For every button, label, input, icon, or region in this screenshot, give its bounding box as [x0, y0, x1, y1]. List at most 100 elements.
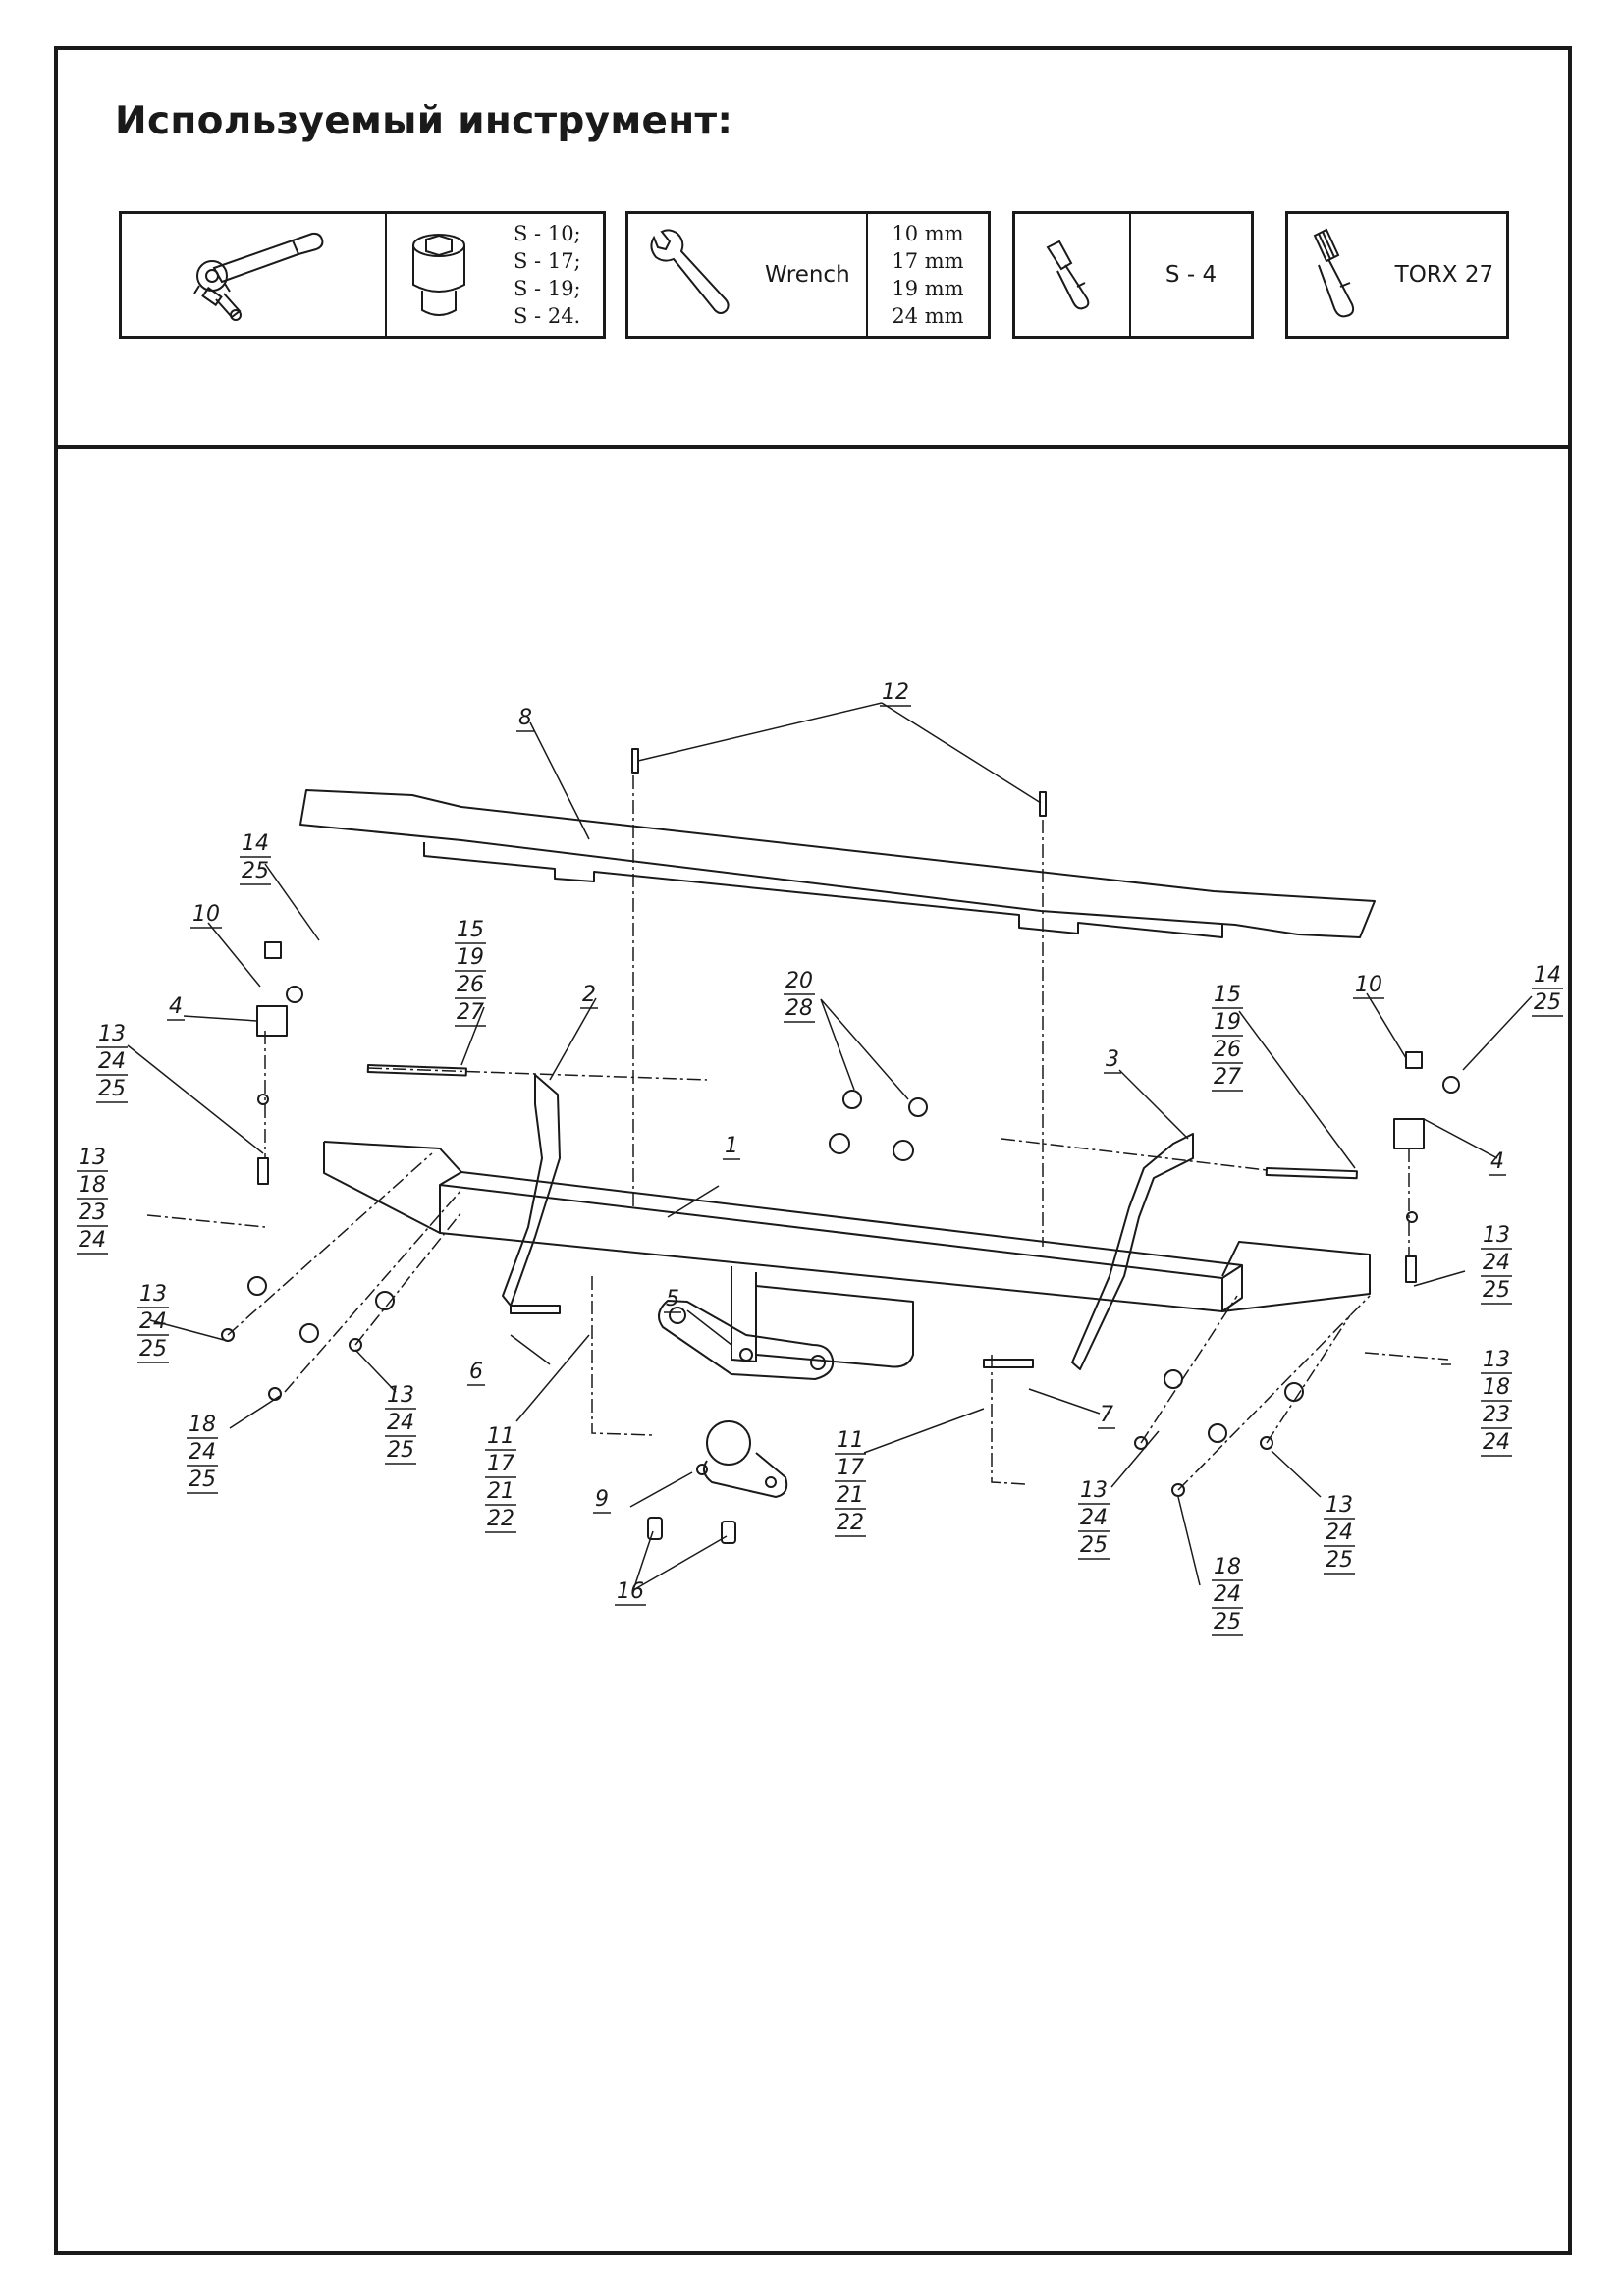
- callout-14-left: 14: [242, 831, 269, 856]
- callout-24f: 24: [1080, 1506, 1108, 1530]
- socket-sizes: S - 10; S - 17; S - 19; S - 24.: [514, 220, 581, 330]
- callout-23b: 23: [79, 1201, 106, 1225]
- callout-18-left: 18: [189, 1413, 216, 1437]
- callout-25a: 25: [98, 1077, 126, 1101]
- size-line: 24 mm: [892, 304, 964, 328]
- callout-27-right: 27: [1214, 1065, 1241, 1090]
- left-side-bracket: [502, 1074, 561, 1307]
- callout-6: 6: [469, 1360, 483, 1384]
- callout-16: 16: [617, 1579, 644, 1604]
- callout-4-right: 4: [1490, 1149, 1504, 1174]
- tools-section: Используемый инструмент:: [58, 50, 1568, 449]
- callout-13f: 13: [1080, 1478, 1108, 1503]
- callout-19-left: 19: [457, 945, 484, 970]
- hex-bit-icon: [1046, 240, 1090, 310]
- callout-22-left: 22: [487, 1507, 514, 1531]
- callout-25-left: 25: [242, 859, 269, 883]
- callout-25c: 25: [1483, 1278, 1510, 1303]
- socket-head-icon: [412, 234, 466, 316]
- callout-24h: 24: [1483, 1430, 1510, 1455]
- callout-10-right: 10: [1355, 973, 1382, 997]
- callout-11-left: 11: [487, 1424, 514, 1449]
- callout-24d: 24: [139, 1309, 167, 1334]
- callout-4-left: 4: [169, 994, 183, 1019]
- callout-5: 5: [666, 1287, 679, 1311]
- hex-bit-label: S - 4: [1164, 262, 1218, 288]
- wrench-sizes: 10 mm 17 mm 19 mm 24 mm: [892, 220, 963, 330]
- wrench-sizes-cell: 10 mm 17 mm 19 mm 24 mm: [866, 214, 988, 336]
- callout-13c: 13: [1483, 1223, 1510, 1248]
- callout-1: 1: [725, 1134, 738, 1158]
- callout-13g: 13: [1326, 1493, 1353, 1518]
- callout-24g: 24: [1326, 1521, 1353, 1545]
- callout-19-right: 19: [1214, 1010, 1241, 1035]
- callout-3: 3: [1106, 1047, 1119, 1072]
- size-line: S - 19;: [514, 277, 581, 300]
- callout-25g: 25: [1326, 1548, 1353, 1573]
- part-callouts: 12 8 14 25 10 4 13 24 25 15 19 26 27 2 2…: [77, 680, 1563, 1636]
- callout-9: 9: [595, 1487, 609, 1512]
- ball-mount-plate: [658, 1300, 835, 1380]
- callout-27-left: 27: [457, 1000, 484, 1025]
- callout-10-left: 10: [192, 902, 220, 927]
- callout-25-18r: 25: [1214, 1610, 1241, 1634]
- size-line: 10 mm: [892, 222, 964, 245]
- tool-wrench-box: Wrench 10 mm 17 mm 19 mm 24 mm: [625, 211, 991, 339]
- hex-bit-cell: [1015, 214, 1129, 336]
- callout-21-right: 21: [837, 1483, 864, 1508]
- size-line: 17 mm: [892, 249, 964, 273]
- callout-13h: 13: [1483, 1348, 1510, 1372]
- callout-15-right: 15: [1214, 983, 1241, 1007]
- callout-25d: 25: [139, 1337, 167, 1362]
- callout-24a: 24: [98, 1049, 126, 1074]
- torx-bit-label: TORX 27: [1394, 262, 1494, 288]
- callout-25-18l: 25: [189, 1468, 216, 1492]
- tow-ball-part: [696, 1420, 788, 1498]
- callout-24c: 24: [1483, 1251, 1510, 1275]
- callout-13a: 13: [98, 1022, 126, 1046]
- callout-12: 12: [882, 680, 909, 705]
- callout-2: 2: [582, 983, 596, 1007]
- bumper-reinforcement-part: [299, 789, 1376, 938]
- tool-hex-bit-box: S - 4: [1012, 211, 1254, 339]
- callout-18-right: 18: [1214, 1555, 1241, 1579]
- callout-23h: 23: [1483, 1403, 1510, 1427]
- callout-24b: 24: [79, 1228, 106, 1253]
- callout-24e: 24: [387, 1411, 414, 1435]
- right-side-bracket: [1071, 1133, 1194, 1370]
- page-title: Используемый инструмент:: [115, 99, 733, 143]
- callout-24-18r: 24: [1214, 1582, 1241, 1607]
- wrench-cell: Wrench: [628, 214, 866, 336]
- callout-13d: 13: [139, 1282, 167, 1307]
- callout-11-right: 11: [837, 1428, 864, 1453]
- hex-bit-label-cell: S - 4: [1129, 214, 1251, 336]
- ratchet-cell: [122, 214, 385, 336]
- callout-13b: 13: [79, 1146, 106, 1170]
- callout-26-right: 26: [1214, 1038, 1241, 1062]
- ratchet-wrench-icon: [193, 232, 324, 321]
- tool-torx-bit-box: TORX 27: [1285, 211, 1509, 339]
- fasteners: [221, 748, 1460, 1544]
- open-end-wrench-icon: [650, 229, 730, 314]
- callout-7: 7: [1100, 1403, 1113, 1427]
- callout-25e: 25: [387, 1438, 414, 1463]
- size-line: S - 24.: [514, 304, 581, 328]
- callout-15-left: 15: [457, 918, 484, 942]
- tool-ratchet-box: S - 10; S - 17; S - 19; S - 24.: [119, 211, 606, 339]
- callout-22-right: 22: [837, 1511, 864, 1535]
- callout-17-left: 17: [487, 1452, 514, 1476]
- callout-8: 8: [518, 706, 532, 730]
- callout-17-right: 17: [837, 1456, 864, 1480]
- size-line: 19 mm: [892, 277, 964, 300]
- torx-bit-icon: [1313, 228, 1354, 318]
- wrench-label: Wrench: [765, 262, 850, 288]
- callout-28: 28: [785, 996, 813, 1021]
- callout-21-left: 21: [487, 1479, 514, 1504]
- socket-cell: S - 10; S - 17; S - 19; S - 24.: [385, 214, 603, 336]
- size-line: S - 17;: [514, 249, 581, 273]
- callout-14-right: 14: [1534, 963, 1561, 988]
- torx-cell: TORX 27: [1288, 214, 1506, 336]
- callout-24-18l: 24: [189, 1440, 216, 1465]
- crossbeam-part: [323, 1141, 1371, 1368]
